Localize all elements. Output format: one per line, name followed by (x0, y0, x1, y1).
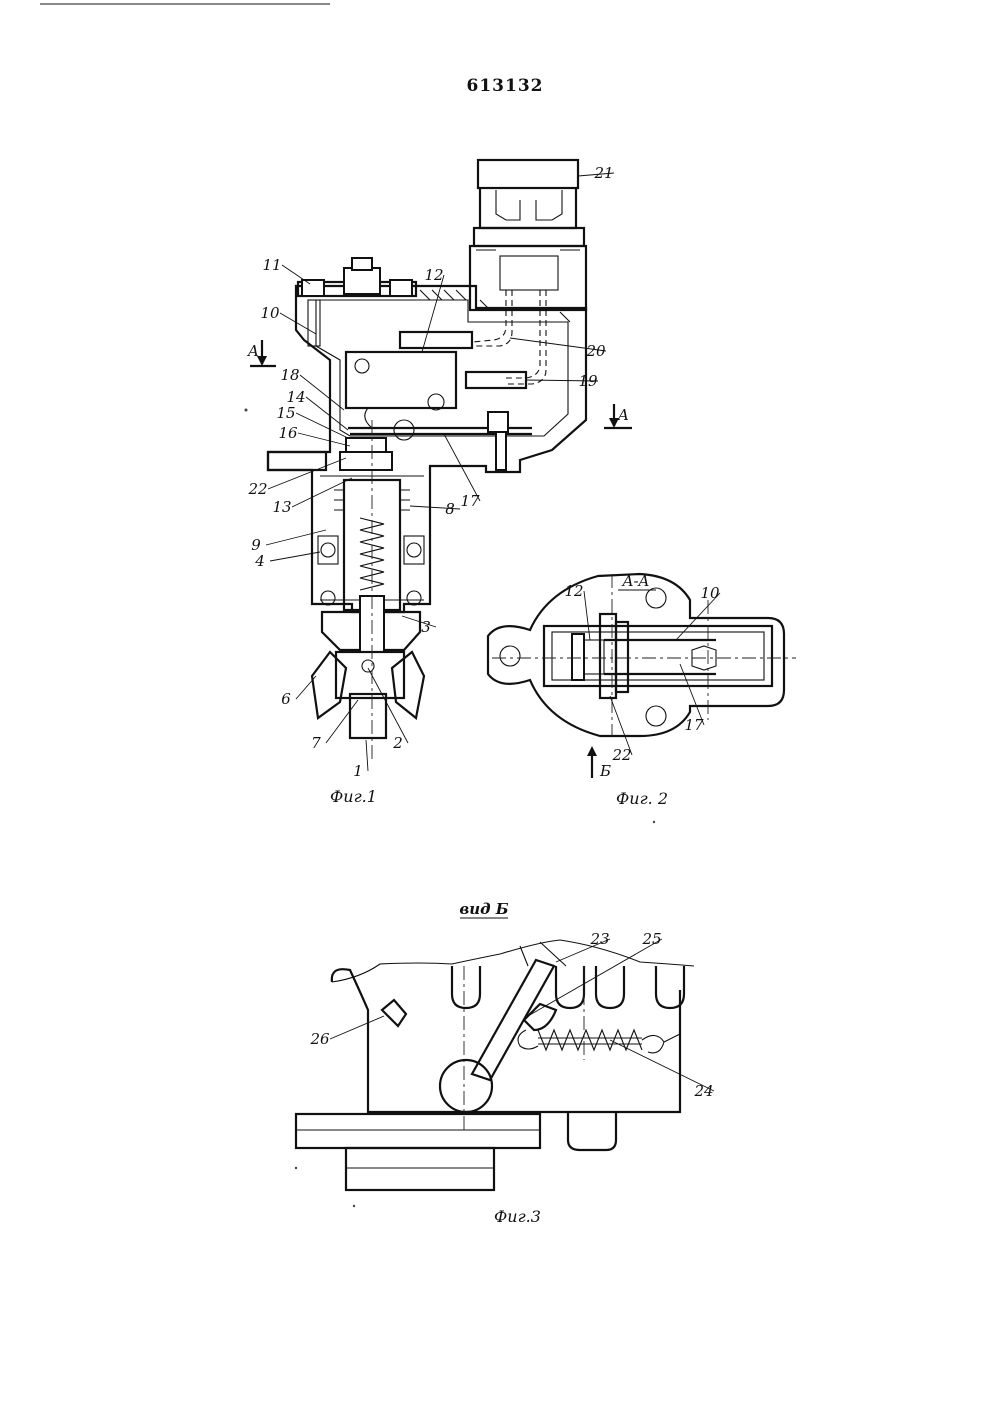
fig1-label-17: 17 (460, 492, 480, 510)
fig1-label-15: 15 (276, 404, 295, 422)
fig1-section-mark-right: A (616, 406, 629, 424)
fig1-label-3: 3 (421, 618, 431, 636)
fig1-label-12: 12 (424, 266, 443, 284)
fig3-leader-26 (330, 1016, 384, 1039)
patent-number: 613132 (467, 76, 544, 96)
fig1-leader-9 (266, 530, 326, 545)
fig1-label-2: 2 (392, 734, 403, 752)
figure-3 (296, 940, 694, 1190)
fig1-leader-7 (326, 700, 358, 743)
fig1-label-11: 11 (262, 256, 281, 274)
fig1-label-10: 10 (260, 304, 280, 322)
fig1-label-22: 22 (247, 480, 267, 498)
fig1-leader-18 (300, 375, 344, 410)
fig1-caption: Фиг.1 (330, 787, 377, 806)
fig1-label-7: 7 (311, 734, 321, 752)
fig1-leader-11 (282, 265, 310, 284)
fig2-label-12: 12 (564, 582, 583, 600)
fig2-leader-12 (584, 591, 590, 640)
fig1-leader-14 (306, 397, 348, 430)
figure-2 (488, 574, 796, 778)
fig1-label-18: 18 (280, 366, 299, 384)
fig3-labels: 23 24 25 26 (309, 930, 714, 1100)
fig1-label-19: 19 (578, 372, 598, 390)
fig1-label-13: 13 (272, 498, 291, 516)
fig1-leader-17 (444, 434, 480, 501)
fig1-label-8: 8 (445, 500, 455, 518)
fig1-section-mark-left: A (246, 342, 259, 360)
fig1-label-4: 4 (254, 552, 265, 570)
fig1-label-9: 9 (251, 536, 261, 554)
fig1-label-21: 21 (593, 164, 613, 182)
fig2-label-22: 22 (611, 746, 631, 764)
fig3-label-24: 24 (693, 1082, 713, 1100)
fig3-label-26: 26 (309, 1030, 330, 1048)
fig3-view-title: вид Б (459, 900, 508, 918)
fig1-label-16: 16 (278, 424, 298, 442)
fig3-label-23: 23 (589, 930, 609, 948)
fig1-leader-1 (366, 740, 368, 771)
fig2-caption: Фиг. 2 (616, 789, 668, 808)
fig1-label-1: 1 (353, 762, 363, 780)
fig1-label-6: 6 (281, 690, 291, 708)
fig3-label-25: 25 (641, 930, 661, 948)
fig3-caption: Фиг.3 (494, 1207, 541, 1226)
fig2-label-17: 17 (684, 716, 704, 734)
fig2-view-mark: Б (599, 762, 611, 780)
fig2-label-10: 10 (700, 584, 720, 602)
fig1-label-20: 20 (585, 342, 606, 360)
fig1-leader-22 (268, 458, 346, 489)
